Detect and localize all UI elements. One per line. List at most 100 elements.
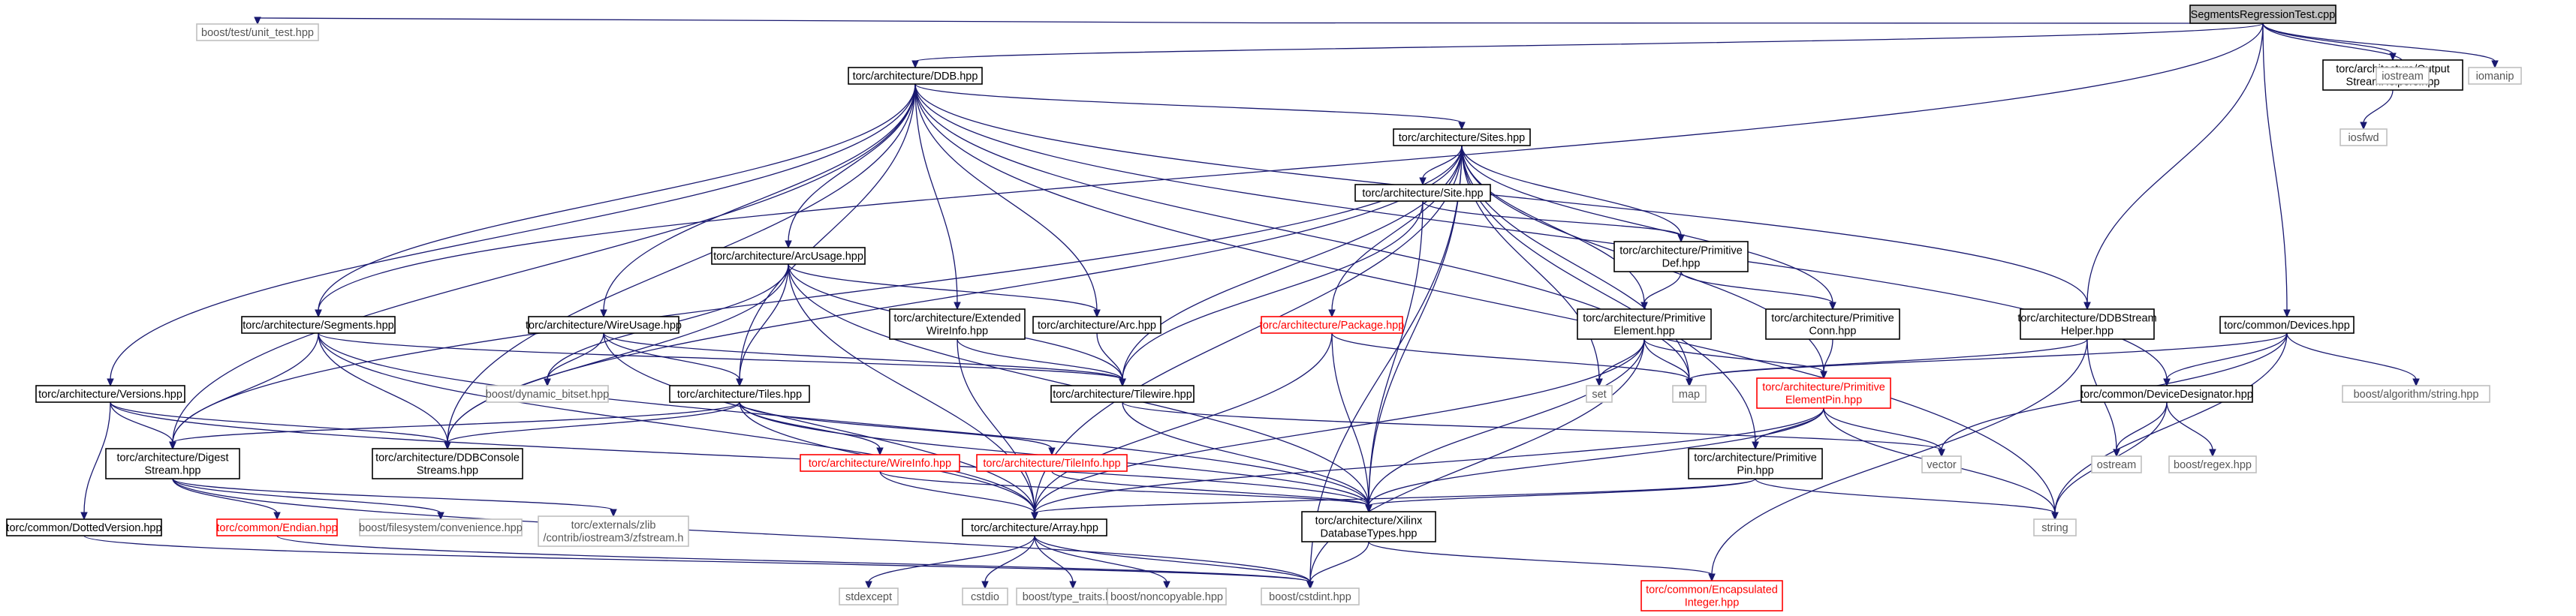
edge-package-to-map bbox=[1331, 332, 1693, 387]
edge-devices-to-devdesig bbox=[2163, 332, 2288, 387]
edge-arrowhead bbox=[1419, 177, 1427, 186]
edge-primdef-to-primelem bbox=[1641, 271, 1682, 311]
node-label: SegmentsRegressionTest.cpp bbox=[2191, 9, 2336, 21]
node-site[interactable]: torc/architecture/Site.hpp bbox=[1354, 184, 1491, 202]
node-noncopyable: boost/noncopyable.hpp bbox=[1107, 587, 1227, 605]
edge-line bbox=[914, 83, 958, 304]
node-ddb[interactable]: torc/architecture/DDB.hpp bbox=[848, 67, 983, 85]
node-label: boost/noncopyable.hpp bbox=[1110, 591, 1223, 603]
node-label: WireInfo.hpp bbox=[926, 326, 988, 338]
edge-tiles-to-tileinfo bbox=[739, 401, 1056, 456]
edge-versions-to-digest bbox=[110, 401, 176, 450]
node-arc[interactable]: torc/architecture/Arc.hpp bbox=[1032, 316, 1161, 334]
edge-primelem-to-map bbox=[1644, 338, 1693, 387]
node-label: torc/architecture/DDBConsole bbox=[375, 452, 520, 464]
node-segments[interactable]: torc/architecture/Segments.hpp bbox=[241, 316, 396, 334]
node-tiles[interactable]: torc/architecture/Tiles.hpp bbox=[669, 385, 810, 403]
edge-site-to-primdef bbox=[1422, 200, 1685, 243]
edge-arrowhead bbox=[911, 60, 919, 69]
node-label: torc/architecture/Arc.hpp bbox=[1038, 320, 1156, 332]
node-wireusage[interactable]: torc/architecture/WireUsage.hpp bbox=[526, 316, 682, 334]
node-box bbox=[105, 448, 240, 479]
edge-versions-to-ddbconsole bbox=[110, 401, 451, 450]
node-primelempin[interactable]: torc/architecture/PrimitiveElementPin.hp… bbox=[1756, 377, 1891, 409]
node-endian[interactable]: torc/common/Endian.hpp bbox=[216, 518, 338, 536]
edge-line bbox=[2363, 89, 2394, 124]
edge-line bbox=[1368, 541, 1713, 575]
edge-arrowhead bbox=[954, 302, 961, 311]
node-cstdio: cstdio bbox=[962, 587, 1008, 605]
node-sites[interactable]: torc/architecture/Sites.hpp bbox=[1393, 128, 1531, 146]
edge-package-to-array bbox=[1031, 332, 1333, 521]
node-label: cstdio bbox=[971, 591, 999, 603]
node-devdesig[interactable]: torc/common/DeviceDesignator.hpp bbox=[2080, 385, 2253, 403]
edge-ddb-to-segments bbox=[315, 83, 916, 318]
edge-line bbox=[603, 332, 1035, 514]
node-tilewire[interactable]: torc/architecture/Tilewire.hpp bbox=[1050, 385, 1195, 403]
node-box bbox=[372, 448, 523, 479]
node-root[interactable]: SegmentsRegressionTest.cpp bbox=[2189, 5, 2336, 24]
edge-line bbox=[879, 470, 1035, 514]
node-box bbox=[2168, 455, 2257, 473]
edge-arrowhead bbox=[315, 309, 322, 318]
edge-arrowhead bbox=[80, 512, 88, 521]
node-label: torc/common/DottedVersion.hpp bbox=[6, 522, 161, 534]
node-box bbox=[528, 316, 679, 334]
edge-line bbox=[1034, 535, 1167, 583]
edge-root-to-segments bbox=[315, 23, 2264, 318]
edge-line bbox=[1368, 200, 1424, 506]
edge-line bbox=[739, 263, 789, 380]
node-tileinfo[interactable]: torc/architecture/TileInfo.hpp bbox=[976, 454, 1128, 472]
node-label: DatabaseTypes.hpp bbox=[1321, 528, 1418, 540]
node-xilinxtypes[interactable]: torc/architecture/XilinxDatabaseTypes.hp… bbox=[1301, 511, 1436, 542]
node-box bbox=[2091, 455, 2142, 473]
node-box bbox=[1765, 308, 1900, 340]
node-label: boost/type_traits.hpp bbox=[1023, 591, 1124, 603]
node-box bbox=[2033, 518, 2077, 536]
node-dottedversion[interactable]: torc/common/DottedVersion.hpp bbox=[6, 518, 162, 536]
node-box bbox=[1050, 385, 1195, 403]
node-label: torc/architecture/ArcUsage.hpp bbox=[713, 251, 863, 263]
edge-line bbox=[2262, 23, 2403, 62]
node-label: boost/cstdint.hpp bbox=[1269, 591, 1351, 603]
edge-line bbox=[914, 23, 2264, 62]
edge-line bbox=[739, 401, 881, 449]
edge-line bbox=[603, 332, 1123, 380]
edge-line bbox=[957, 338, 1123, 380]
node-algostring: boost/algorithm/string.hpp bbox=[2342, 385, 2490, 403]
node-wireinfo[interactable]: torc/architecture/WireInfo.hpp bbox=[800, 454, 960, 472]
edge-line bbox=[447, 83, 916, 443]
node-box bbox=[1613, 241, 1749, 272]
edge-arrowhead bbox=[736, 378, 743, 387]
edge-line bbox=[83, 401, 111, 514]
edge-line bbox=[1331, 332, 1690, 380]
edge-line bbox=[1122, 200, 1424, 380]
edge-arrowhead bbox=[1031, 512, 1038, 521]
edge-array-to-typetraits bbox=[1034, 535, 1077, 590]
edge-arrowhead bbox=[1365, 504, 1372, 513]
edge-line bbox=[1644, 338, 1690, 380]
node-box bbox=[2376, 67, 2430, 85]
edge-tiles-to-ddbconsole bbox=[444, 401, 740, 450]
node-versions[interactable]: torc/architecture/Versions.hpp bbox=[35, 385, 185, 403]
node-arcusage[interactable]: torc/architecture/ArcUsage.hpp bbox=[711, 247, 866, 265]
node-label: torc/architecture/Xilinx bbox=[1315, 515, 1423, 527]
edge-array-to-cstdio bbox=[981, 535, 1035, 590]
edge-line bbox=[739, 401, 1053, 449]
node-label: Integer.hpp bbox=[1685, 597, 1740, 609]
node-array[interactable]: torc/architecture/Array.hpp bbox=[962, 518, 1107, 536]
edge-root-to-unit_test bbox=[254, 17, 2264, 26]
node-devices[interactable]: torc/common/Devices.hpp bbox=[2219, 316, 2355, 334]
edge-ddb-to-map bbox=[914, 83, 1693, 387]
edge-arrowhead bbox=[981, 581, 989, 590]
node-package[interactable]: torc/architecture/Package.hpp bbox=[1260, 316, 1405, 334]
